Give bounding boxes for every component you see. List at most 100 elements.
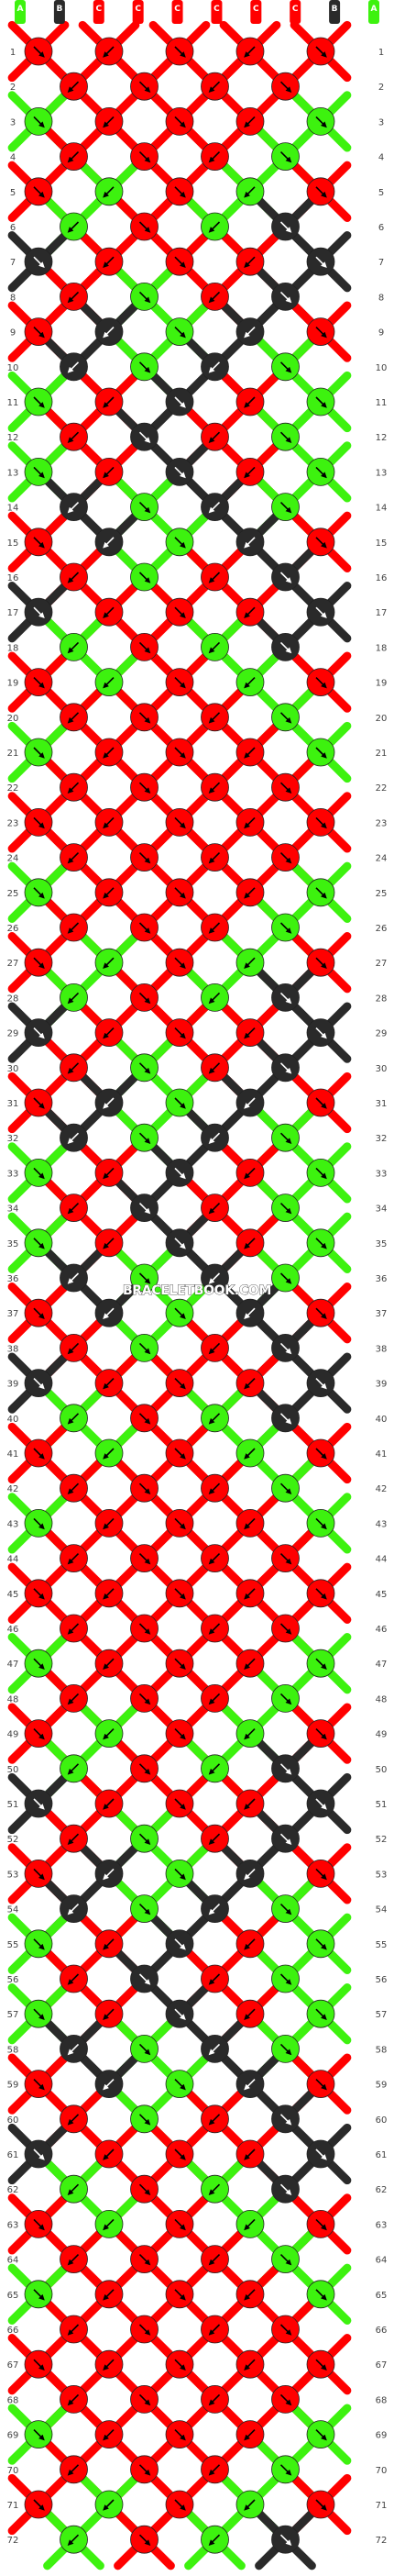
diagonal-arrow-icon <box>244 1868 256 1881</box>
diagonal-arrow-icon <box>244 1448 256 1460</box>
diagonal-arrow-icon <box>103 747 115 759</box>
row-number-right: 16 <box>376 573 388 583</box>
diagonal-arrow-icon <box>33 537 45 549</box>
row-number-left: 18 <box>7 643 19 653</box>
row-number-right: 38 <box>376 1344 388 1354</box>
diagonal-arrow-icon <box>174 186 186 198</box>
diagonal-arrow-icon <box>279 992 292 1005</box>
row-number-left: 22 <box>7 783 19 794</box>
diagonal-arrow-icon <box>138 1342 151 1355</box>
row-number-left: 65 <box>7 2291 19 2301</box>
row-number-right: 64 <box>376 2256 388 2266</box>
diagonal-arrow-icon <box>67 81 80 94</box>
diagonal-arrow-icon <box>33 46 45 58</box>
diagonal-arrow-icon <box>174 116 186 128</box>
diagonal-arrow-icon <box>208 2464 221 2476</box>
diagonal-arrow-icon <box>33 1517 45 1530</box>
diagonal-arrow-icon <box>174 46 186 58</box>
diagonal-arrow-icon <box>315 677 327 689</box>
row-number-right: 59 <box>376 2081 388 2091</box>
diagonal-arrow-icon <box>67 431 80 444</box>
row-number-right: 47 <box>376 1660 388 1670</box>
diagonal-arrow-icon <box>279 1062 292 1074</box>
strand-letter: C <box>174 5 181 14</box>
diagonal-arrow-icon <box>103 46 115 58</box>
row-number-left: 70 <box>7 2466 19 2476</box>
diagonal-arrow-icon <box>315 537 327 549</box>
diagonal-arrow-icon <box>138 1904 151 1915</box>
diagonal-arrow-icon <box>174 1378 186 1390</box>
diagonal-arrow-icon <box>138 2393 151 2406</box>
row-number-left: 30 <box>7 1064 19 1074</box>
diagonal-arrow-icon <box>315 46 327 58</box>
diagonal-arrow-icon <box>33 2079 45 2091</box>
row-number-right: 60 <box>376 2115 388 2126</box>
diagonal-arrow-icon <box>33 1027 45 1039</box>
diagonal-arrow-icon <box>138 1132 151 1145</box>
diagonal-arrow-icon <box>138 712 151 724</box>
diagonal-arrow-icon <box>33 887 45 899</box>
strand-tab <box>93 0 104 24</box>
strand-tab <box>368 0 379 24</box>
row-number-right: 33 <box>376 1169 388 1179</box>
diagonal-arrow-icon <box>138 1833 151 1846</box>
diagonal-arrow-icon <box>174 1938 186 1950</box>
diagonal-arrow-icon <box>138 2254 151 2266</box>
diagonal-arrow-icon <box>279 1272 292 1284</box>
strand-letter: A <box>17 5 24 14</box>
diagonal-arrow-icon <box>315 2359 327 2371</box>
diagonal-arrow-icon <box>67 1203 80 1215</box>
diagonal-arrow-icon <box>138 922 151 934</box>
row-number-right: 66 <box>376 2326 388 2336</box>
diagonal-arrow-icon <box>103 466 115 479</box>
diagonal-arrow-icon <box>138 782 151 794</box>
diagonal-arrow-icon <box>103 677 115 689</box>
diagonal-arrow-icon <box>279 221 292 233</box>
diagonal-arrow-icon <box>103 2499 115 2511</box>
diagonal-arrow-icon <box>103 327 115 339</box>
strand-letter: B <box>56 5 62 14</box>
row-number-right: 62 <box>376 2185 388 2195</box>
row-number-left: 21 <box>7 749 19 759</box>
diagonal-arrow-icon <box>244 2429 256 2441</box>
diagonal-arrow-icon <box>138 1062 151 1074</box>
row-number-left: 27 <box>7 959 19 969</box>
diagonal-arrow-icon <box>67 361 80 373</box>
diagonal-arrow-icon <box>279 2534 292 2547</box>
diagonal-arrow-icon <box>33 2218 45 2231</box>
diagonal-arrow-icon <box>279 2043 292 2056</box>
diagonal-arrow-icon <box>33 2008 45 2021</box>
diagonal-arrow-icon <box>279 1413 292 1425</box>
diagonal-arrow-icon <box>208 2254 221 2266</box>
diagonal-arrow-icon <box>315 1378 327 1390</box>
diagonal-arrow-icon <box>208 291 221 304</box>
diagonal-arrow-icon <box>279 922 292 934</box>
diagonal-arrow-icon <box>138 1623 151 1635</box>
row-number-right: 19 <box>376 679 388 689</box>
diagonal-arrow-icon <box>174 606 186 619</box>
row-number-right: 6 <box>378 223 384 233</box>
diagonal-arrow-icon <box>315 1307 327 1320</box>
diagonal-arrow-icon <box>103 887 115 899</box>
row-number-right: 7 <box>378 258 384 268</box>
diagonal-arrow-icon <box>33 1097 45 1109</box>
diagonal-arrow-icon <box>33 606 45 619</box>
diagonal-arrow-icon <box>315 186 327 198</box>
diagonal-arrow-icon <box>244 466 256 479</box>
diagonal-arrow-icon <box>67 1973 80 1985</box>
row-number-right: 22 <box>376 783 388 794</box>
diagonal-arrow-icon <box>244 1728 256 1740</box>
diagonal-arrow-icon <box>174 816 186 829</box>
row-number-left: 13 <box>7 468 19 478</box>
row-number-right: 43 <box>376 1519 388 1529</box>
diagonal-arrow-icon <box>138 151 151 163</box>
diagonal-arrow-icon <box>103 1097 115 1109</box>
diagonal-arrow-icon <box>279 712 292 724</box>
diagonal-arrow-icon <box>33 1658 45 1671</box>
diagonal-arrow-icon <box>103 2149 115 2160</box>
diagonal-arrow-icon <box>208 502 221 514</box>
diagonal-arrow-icon <box>244 1938 256 1950</box>
diagonal-arrow-icon <box>244 186 256 198</box>
diagonal-arrow-icon <box>279 641 292 654</box>
row-number-right: 24 <box>376 854 388 864</box>
